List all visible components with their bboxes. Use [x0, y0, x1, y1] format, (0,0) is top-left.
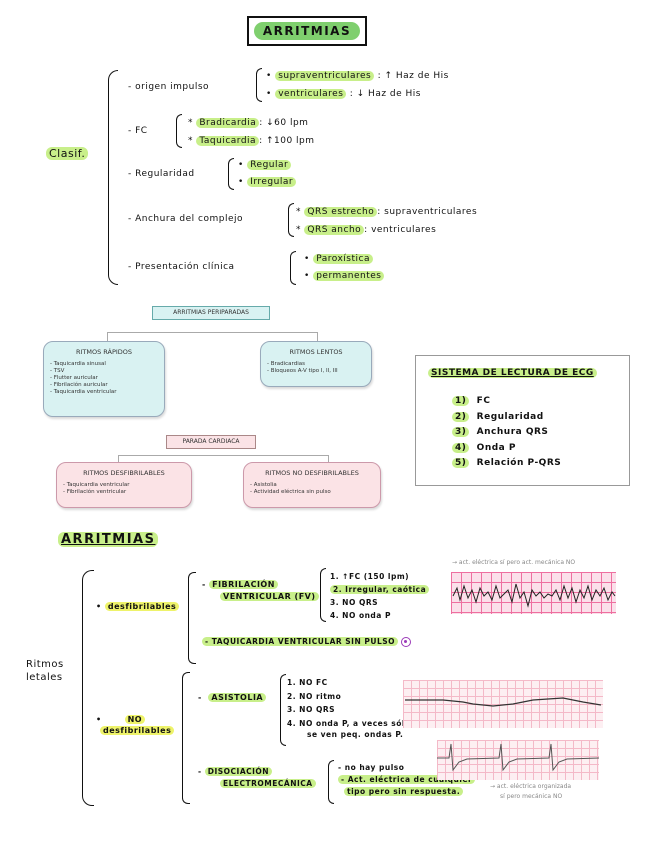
ecg-reading-title: SISTEMA DE LECTURA DE ECG	[428, 368, 597, 378]
fv-ecg-note: → act. eléctrica sí pero act. mecánica N…	[452, 559, 576, 566]
no-desfibrilables-label: • NO desfibrilables	[96, 714, 175, 736]
desfibrilables-brace	[188, 572, 196, 664]
asistolia-list: 1. NO FC 2. NO ritmo 3. NO QRS 4. NO ond…	[287, 676, 411, 739]
list-item: 3) Anchura QRS	[452, 425, 561, 441]
group-label-fc: - FC	[128, 126, 148, 136]
tvsp-item: - TAQUICARDIA VENTRICULAR SIN PULSO	[202, 637, 412, 647]
diagram2-right-box: RITMOS NO DESFIBRILABLES - Asistolia - A…	[243, 462, 381, 508]
clasif-brace	[108, 70, 118, 285]
disociacion-brace	[328, 760, 334, 804]
list-item: - Taquicardia ventricular	[63, 482, 130, 488]
list-item: 4) Onda P	[452, 441, 561, 457]
item-ventriculares: • ventriculares : ↓ Haz de His	[266, 89, 421, 99]
fv-ecg-trace	[452, 583, 616, 608]
list-item: - Bradicardias	[267, 361, 305, 367]
list-item: 2. Irregular, caótica	[330, 583, 430, 596]
asistolia-brace	[280, 674, 286, 746]
item-supraventriculares: • supraventriculares : ↑ Haz de His	[266, 71, 449, 81]
item-irregular: • Irregular	[238, 177, 297, 187]
aesp-note-2: sí pero mecánica NO	[500, 793, 563, 800]
no-desfibrilables-brace	[182, 672, 190, 804]
aesp-ecg-trace	[437, 743, 600, 772]
item-paroxistica: • Paroxística	[304, 254, 373, 264]
list-item: se ven peq. ondas P.	[307, 730, 404, 739]
connector-left	[107, 332, 108, 342]
brace-origen	[256, 68, 262, 102]
disociacion-label: - DISOCIACIÓN ELECTROMECÁNICA	[198, 766, 316, 790]
fv-brace	[320, 568, 326, 622]
list-item: 4. NO onda P, a veces sólo	[287, 718, 411, 728]
connector-right	[328, 455, 329, 463]
ritmos-lentos-title: RITMOS LENTOS	[289, 348, 343, 356]
group-label-regularidad: - Regularidad	[128, 169, 195, 179]
group-label-presentacion: - Presentación clínica	[128, 262, 235, 272]
item-qrs-ancho: * QRS ancho: ventriculares	[296, 225, 437, 235]
ritmos-letales-label: Ritmos letales	[26, 659, 64, 683]
diagram2-connector	[118, 455, 328, 456]
ritmos-no-desfibrilables-title: RITMOS NO DESFIBRILABLES	[265, 469, 359, 477]
diagram1-right-box: RITMOS LENTOS - Bradicardias - Bloqueos …	[260, 341, 372, 387]
list-item: 5) Relación P-QRS	[452, 456, 561, 472]
brace-fc	[176, 114, 182, 148]
list-item: tipo pero sin respuesta.	[338, 786, 475, 798]
ritmos-letales-brace	[82, 570, 94, 806]
ritmos-rapidos-title: RITMOS RÁPIDOS	[75, 348, 133, 356]
list-item: - Act. eléctrica de cualquier	[338, 774, 476, 786]
group-label-origen: - origen impulso	[128, 82, 210, 92]
item-permanentes: • permanentes	[304, 271, 385, 281]
list-item: 1. NO FC	[287, 678, 328, 687]
connector-right	[317, 332, 318, 342]
aesp-note-1: → act. eléctrica organizada	[490, 783, 572, 790]
list-item: - Taquicardia sinusal	[50, 361, 106, 367]
clasif-label: Clasif.	[46, 147, 89, 160]
brace-anchura	[288, 203, 294, 237]
list-item: 3. NO QRS	[287, 705, 335, 714]
ritmos-desfibrilables-title: RITMOS DESFIBRILABLES	[83, 469, 165, 477]
ecg-reading-box: SISTEMA DE LECTURA DE ECG 1) FC 2) Regul…	[415, 355, 630, 486]
list-item: 2. NO ritmo	[287, 691, 342, 701]
connector-left	[118, 455, 119, 463]
list-item: 4. NO onda P	[330, 611, 391, 620]
item-bradicardia: * Bradicardia: ↓60 lpm	[188, 118, 309, 128]
list-item: - Flutter auricular	[50, 375, 98, 381]
list-item: - Actividad eléctrica sin pulso	[250, 489, 331, 495]
list-item: 2) Regularidad	[452, 410, 561, 426]
target-circle-icon	[401, 637, 412, 647]
fv-label: - FIBRILACIÓN VENTRICULAR (FV)	[202, 579, 319, 603]
section-title-arritmias: ARRITMIAS	[58, 532, 159, 547]
group-label-anchura: - Anchura del complejo	[128, 214, 243, 224]
desfibrilables-label: • desfibrilables	[96, 602, 180, 611]
diagram1-left-box: RITMOS RÁPIDOS - Taquicardia sinusal - T…	[43, 341, 165, 417]
list-item: 1. ↑FC (150 lpm)	[330, 572, 410, 581]
brace-presentacion	[290, 251, 296, 285]
aesp-ecg-strip	[437, 740, 600, 780]
diagram1-root: ARRITMIAS PERIPARADAS	[152, 306, 270, 320]
item-regular: • Regular	[238, 160, 292, 170]
brace-regularidad	[228, 158, 234, 190]
asistolia-ecg-strip	[403, 680, 603, 728]
asistolia-ecg-trace	[405, 697, 602, 707]
diagram2-left-box: RITMOS DESFIBRILABLES - Taquicardia vent…	[56, 462, 192, 508]
list-item: - TSV	[50, 368, 65, 374]
list-item: 1) FC	[452, 394, 561, 410]
title-box: ARRITMIAS	[247, 16, 367, 46]
item-taquicardia: * Taquicardia: ↑100 lpm	[188, 136, 315, 146]
page-title: ARRITMIAS	[254, 22, 360, 40]
list-item: - Fibrilación ventricular	[63, 489, 127, 495]
item-qrs-estrecho: * QRS estrecho: supraventriculares	[296, 207, 478, 217]
diagram1-connector	[107, 332, 317, 333]
fv-ecg-strip	[451, 572, 616, 614]
list-item: - Asistolia	[250, 482, 277, 488]
list-item: - no hay pulso	[338, 763, 405, 772]
list-item: - Bloqueos A-V tipo I, II, III	[267, 368, 338, 374]
asistolia-label: - ASISTOLIA	[198, 693, 267, 702]
list-item: 3. NO QRS	[330, 598, 378, 607]
fv-list: 1. ↑FC (150 lpm) 2. Irregular, caótica 3…	[330, 570, 430, 622]
list-item: - Taquicardia ventricular	[50, 389, 117, 395]
ecg-reading-list: 1) FC 2) Regularidad 3) Anchura QRS 4) O…	[452, 394, 561, 472]
disociacion-list: - no hay pulso - Act. eléctrica de cualq…	[338, 762, 476, 798]
diagram2-root: PARADA CARDIACA	[166, 435, 256, 449]
list-item: - Fibrilación auricular	[50, 382, 108, 388]
